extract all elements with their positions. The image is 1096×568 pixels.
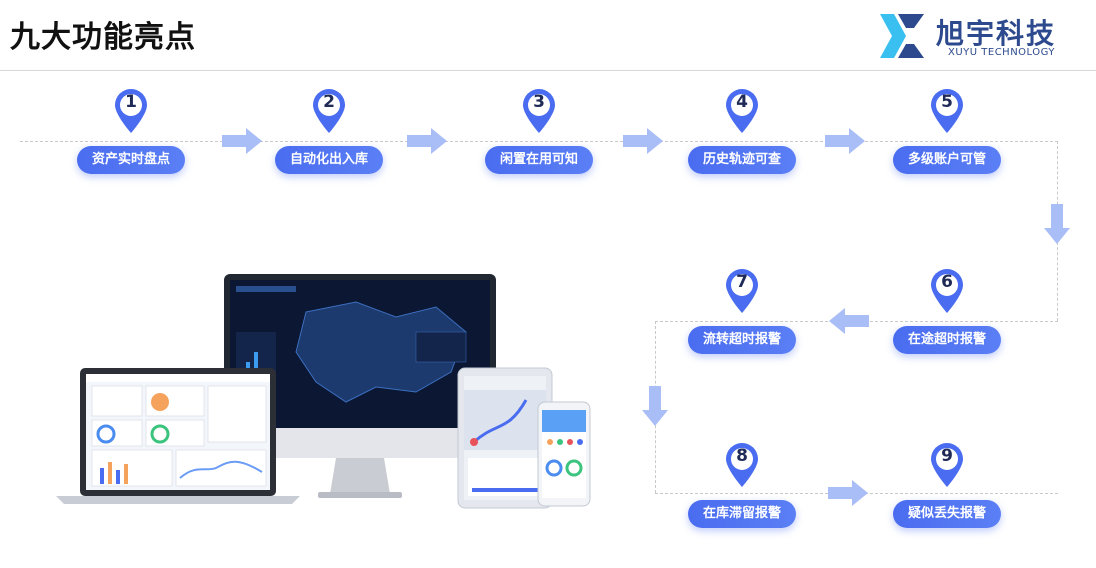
right-arrow-icon (825, 128, 865, 154)
step-number: 2 (323, 92, 335, 112)
page-title: 九大功能亮点 (10, 20, 196, 55)
step-label: 在途超时报警 (893, 326, 1001, 354)
step-pin: 4 (724, 88, 760, 134)
step-number: 4 (736, 92, 748, 112)
step-label: 历史轨迹可查 (688, 146, 796, 174)
right-arrow-icon (407, 128, 447, 154)
step-label: 多级账户可管 (893, 146, 1001, 174)
logo-name-cn: 旭宇科技 (936, 17, 1057, 50)
step-label: 在库滞留报警 (688, 500, 796, 528)
step-number: 3 (533, 92, 545, 112)
step-pin: 9 (929, 442, 965, 488)
tablet-icon (457, 367, 553, 509)
step-pin: 5 (929, 88, 965, 134)
step-label: 疑似丢失报警 (893, 500, 1001, 528)
step-number: 9 (941, 446, 953, 466)
step-number: 5 (941, 92, 953, 112)
step-label: 资产实时盘点 (77, 146, 185, 174)
down-arrow-icon (642, 386, 668, 426)
step-number: 7 (736, 272, 748, 292)
devices-illustration (56, 274, 591, 509)
step-label: 流转超时报警 (688, 326, 796, 354)
left-arrow-icon (829, 308, 869, 334)
company-logo: 旭宇科技 XUYU TECHNOLOGY (876, 8, 1086, 64)
logo-name-en: XUYU TECHNOLOGY (948, 47, 1056, 58)
step-number: 8 (736, 446, 748, 466)
logo-icon (880, 14, 924, 58)
down-arrow-icon (1044, 204, 1070, 244)
right-arrow-icon (828, 480, 868, 506)
step-label: 闲置在用可知 (485, 146, 593, 174)
step-pin: 8 (724, 442, 760, 488)
step-pin: 1 (113, 88, 149, 134)
step-label: 自动化出入库 (275, 146, 383, 174)
step-pin: 2 (311, 88, 347, 134)
monitor-icon (224, 274, 496, 498)
step-number: 6 (941, 272, 953, 292)
step-pin: 3 (521, 88, 557, 134)
phone-icon (537, 401, 591, 507)
right-arrow-icon (623, 128, 663, 154)
step-pin: 6 (929, 268, 965, 314)
laptop-icon (56, 368, 300, 504)
flow-line-top (20, 141, 1058, 142)
right-arrow-icon (222, 128, 262, 154)
step-number: 1 (125, 92, 137, 112)
header-divider (0, 70, 1096, 71)
step-pin: 7 (724, 268, 760, 314)
